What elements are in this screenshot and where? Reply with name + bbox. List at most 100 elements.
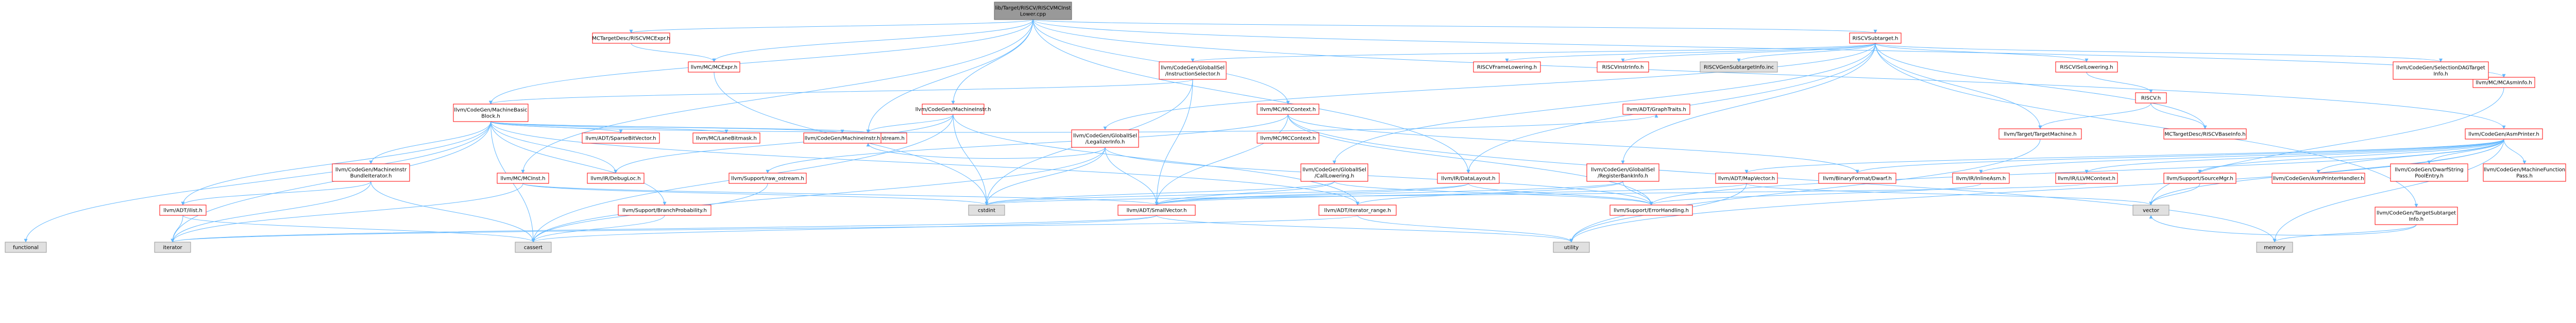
graph-node-mccontext[interactable]: llvm/MC/MCContext.h	[1257, 104, 1319, 115]
graph-node-framelowering[interactable]: RISCVFrameLowering.h	[1473, 61, 1541, 73]
graph-node-adt_mapvector[interactable]: llvm/ADT/MapVector.h	[1715, 173, 1778, 184]
graph-node-mcexpr[interactable]: llvm/MC/MCExpr.h	[688, 61, 740, 73]
graph-node-gensubtarget: RISCVGenSubtargetInfo.inc	[1700, 61, 1778, 73]
node-label: MCTargetDesc/RISCVBaseInfo.h	[2164, 132, 2245, 138]
graph-node-mcinst[interactable]: llvm/MC/MCInst.h	[497, 173, 549, 184]
graph-node-asmprinterhandler[interactable]: llvm/CodeGen/AsmPrinterHandler.h	[2272, 173, 2365, 184]
graph-node-mi[interactable]: llvm/CodeGen/MachineInstr.h	[916, 104, 991, 115]
graph-node-mc_lanebitmask[interactable]: llvm/MC/LaneBitmask.h	[692, 132, 760, 144]
graph-node-targetmachine[interactable]: llvm/Target/TargetMachine.h	[1998, 128, 2082, 140]
graph-node-adt_sparsebitvector[interactable]: llvm/ADT/SparseBitVector.h	[582, 132, 660, 144]
dependency-edge-mccontext-to-raw_ostream2	[766, 114, 1289, 174]
dependency-edge-gisel_legalizer-to-cassert	[531, 147, 1106, 243]
dependency-edge-asmprinter-to-binaryformat	[1855, 139, 2504, 174]
graph-node-gisel_legalizer[interactable]: llvm/CodeGen/GlobalISel/LegalizerInfo.h	[1071, 129, 1139, 148]
dependency-edge-mi-to-rawostream	[866, 114, 954, 133]
graph-node-iterator_range[interactable]: llvm/ADT/iterator_range.h	[1318, 205, 1397, 216]
graph-node-machineinstrh[interactable]: llvm/CodeGen/MachineInstr.h	[803, 132, 882, 144]
node-label: llvm/CodeGen/MachineFunction	[2484, 167, 2565, 173]
dependency-edge-gisel_legalizer-to-cstdint	[985, 147, 1106, 206]
graph-node-gisel_calllowering[interactable]: llvm/CodeGen/GlobalISel/CallLowering.h	[1300, 163, 1368, 182]
graph-node-gisel_is[interactable]: llvm/CodeGen/GlobalISel/InstructionSelec…	[1159, 61, 1227, 80]
dependency-edge-asmprinter-to-utility	[1569, 139, 2504, 243]
node-label: llvm/Target/TargetMachine.h	[2004, 132, 2076, 138]
graph-node-mccontext2[interactable]: llvm/MC/MCContext.h	[1257, 132, 1319, 144]
dependency-edge-mctd_riscvexpr-to-mcexpr	[631, 43, 716, 62]
node-box	[728, 173, 807, 184]
node-box	[1586, 163, 1659, 182]
dependency-edge-riscvsubtarget-to-isellowering	[1875, 43, 2089, 62]
node-box	[159, 205, 207, 216]
node-label: llvm/CodeGen/GlobalISel	[1161, 65, 1225, 71]
node-label: llvm/ADT/MapVector.h	[1718, 176, 1775, 182]
node-box	[453, 104, 529, 122]
graph-node-gisel_regbank[interactable]: llvm/CodeGen/GlobalISel/RegisterBankInfo…	[1586, 163, 1659, 182]
graph-node-mctd_riscvexpr[interactable]: MCTargetDesc/RISCVMCExpr.h	[592, 32, 670, 44]
graph-node-sourcemgr[interactable]: llvm/Support/SourceMgr.h	[2163, 173, 2236, 184]
graph-node-datalayout[interactable]: llvm/IR/DataLayout.h	[1437, 173, 1500, 184]
dependency-edge-mbb-to-rawostream	[490, 121, 870, 133]
node-box	[1257, 132, 1319, 144]
dependency-edge-gisel_calllowering-to-smallvector	[1155, 181, 1335, 206]
dependency-edge-smallvector-to-iterator	[171, 215, 1157, 243]
graph-node-branchprob[interactable]: llvm/Support/BranchProbability.h	[618, 205, 711, 216]
node-box	[154, 242, 191, 253]
graph-node-riscvh[interactable]: RISCV.h	[2135, 92, 2167, 104]
graph-node-riscvsubtarget[interactable]: RISCVSubtarget.h	[1849, 32, 1902, 44]
dependency-edge-asmprinter-to-errorhandling	[1649, 139, 2504, 206]
graph-node-asmprinter[interactable]: llvm/CodeGen/AsmPrinter.h	[2465, 128, 2543, 140]
graph-node-graphtraits[interactable]: llvm/ADT/GraphTraits.h	[1622, 104, 1690, 115]
node-label: vector	[2143, 208, 2160, 214]
dependency-edge-riscvsubtarget-to-gisel_regbank	[1621, 43, 1876, 164]
graph-node-smallvector[interactable]: llvm/ADT/SmallVector.h	[1117, 205, 1196, 216]
dependency-edge-gisel_calllowering-to-cstdint	[985, 181, 1335, 206]
node-label: llvm/CodeGen/AsmPrinterHandler.h	[2273, 176, 2364, 182]
graph-node-instrinfo[interactable]: RISCVInstrInfo.h	[1597, 61, 1649, 73]
node-box	[1071, 129, 1139, 148]
node-label: llvm/BinaryFormat/Dwarf.h	[1823, 176, 1892, 182]
node-label: llvm/Support/ErrorHandling.h	[1614, 208, 1689, 214]
node-label: llvm/MC/MCInst.h	[500, 176, 545, 182]
graph-node-llvmcontext[interactable]: llvm/IR/LLVMContext.h	[2055, 173, 2118, 184]
dependency-edge-branchprob-to-cassert	[531, 215, 665, 243]
dependency-edge-datalayout-to-smallvector	[1155, 183, 1469, 206]
graph-node-debugloc[interactable]: llvm/IR/DebugLoc.h	[587, 173, 645, 184]
graph-node-mib_bundle[interactable]: llvm/CodeGen/MachineInstrBundleIterator.…	[332, 163, 410, 182]
graph-node-isellowering[interactable]: RISCVISelLowering.h	[2055, 61, 2118, 73]
node-label: llvm/CodeGen/GlobalISel	[1302, 167, 1366, 173]
node-label: Info.h	[2409, 217, 2424, 223]
node-box	[2272, 173, 2365, 184]
dependency-edge-adt_ilist-to-cassert	[182, 215, 535, 243]
graph-node-raw_ostream2[interactable]: llvm/Support/raw_ostream.h	[728, 173, 807, 184]
node-box	[1818, 173, 1896, 184]
dependency-edge-riscvsubtarget-to-targetmachine	[1875, 43, 2042, 129]
node-box	[332, 163, 410, 182]
graph-node-binaryformat[interactable]: llvm/BinaryFormat/Dwarf.h	[1818, 173, 1896, 184]
dependency-edge-riscvsubtarget-to-framelowering	[1505, 43, 1876, 62]
dependency-edge-root-to-mcinst	[521, 19, 1033, 174]
dependency-edge-isellowering-to-riscvh	[2086, 72, 2153, 93]
graph-node-errorhandling[interactable]: llvm/Support/ErrorHandling.h	[1609, 205, 1693, 216]
node-label: llvm/CodeGen/MachineInstr	[335, 167, 407, 173]
node-label: llvm/ADT/GraphTraits.h	[1626, 107, 1686, 113]
graph-node-cassert: cassert	[515, 242, 552, 253]
node-label: llvm/IR/DebugLoc.h	[590, 176, 640, 182]
graph-node-functional: functional	[5, 242, 47, 253]
node-box	[1622, 104, 1690, 115]
graph-node-adt_ilist[interactable]: llvm/ADT/ilist.h	[159, 205, 207, 216]
graph-node-mcasminfo[interactable]: llvm/MC/MCAsmInfo.h	[2472, 77, 2535, 88]
dependency-edge-asmprinter-to-dwarfstring	[2427, 139, 2504, 164]
dependency-edge-mbb-to-debugloc	[490, 121, 618, 174]
node-box	[1117, 205, 1196, 216]
graph-node-mctd_baseinfo[interactable]: MCTargetDesc/RISCVBaseInfo.h	[2163, 128, 2247, 140]
node-label: llvm/ADT/SmallVector.h	[1127, 208, 1187, 214]
dependency-edge-riscvsubtarget-to-mctd_baseinfo	[1875, 43, 2207, 129]
node-label: functional	[13, 245, 39, 251]
graph-node-inlineasm[interactable]: llvm/IR/InlineAsm.h	[1952, 173, 2010, 184]
dependency-edge-root-to-mbb	[489, 19, 1033, 105]
